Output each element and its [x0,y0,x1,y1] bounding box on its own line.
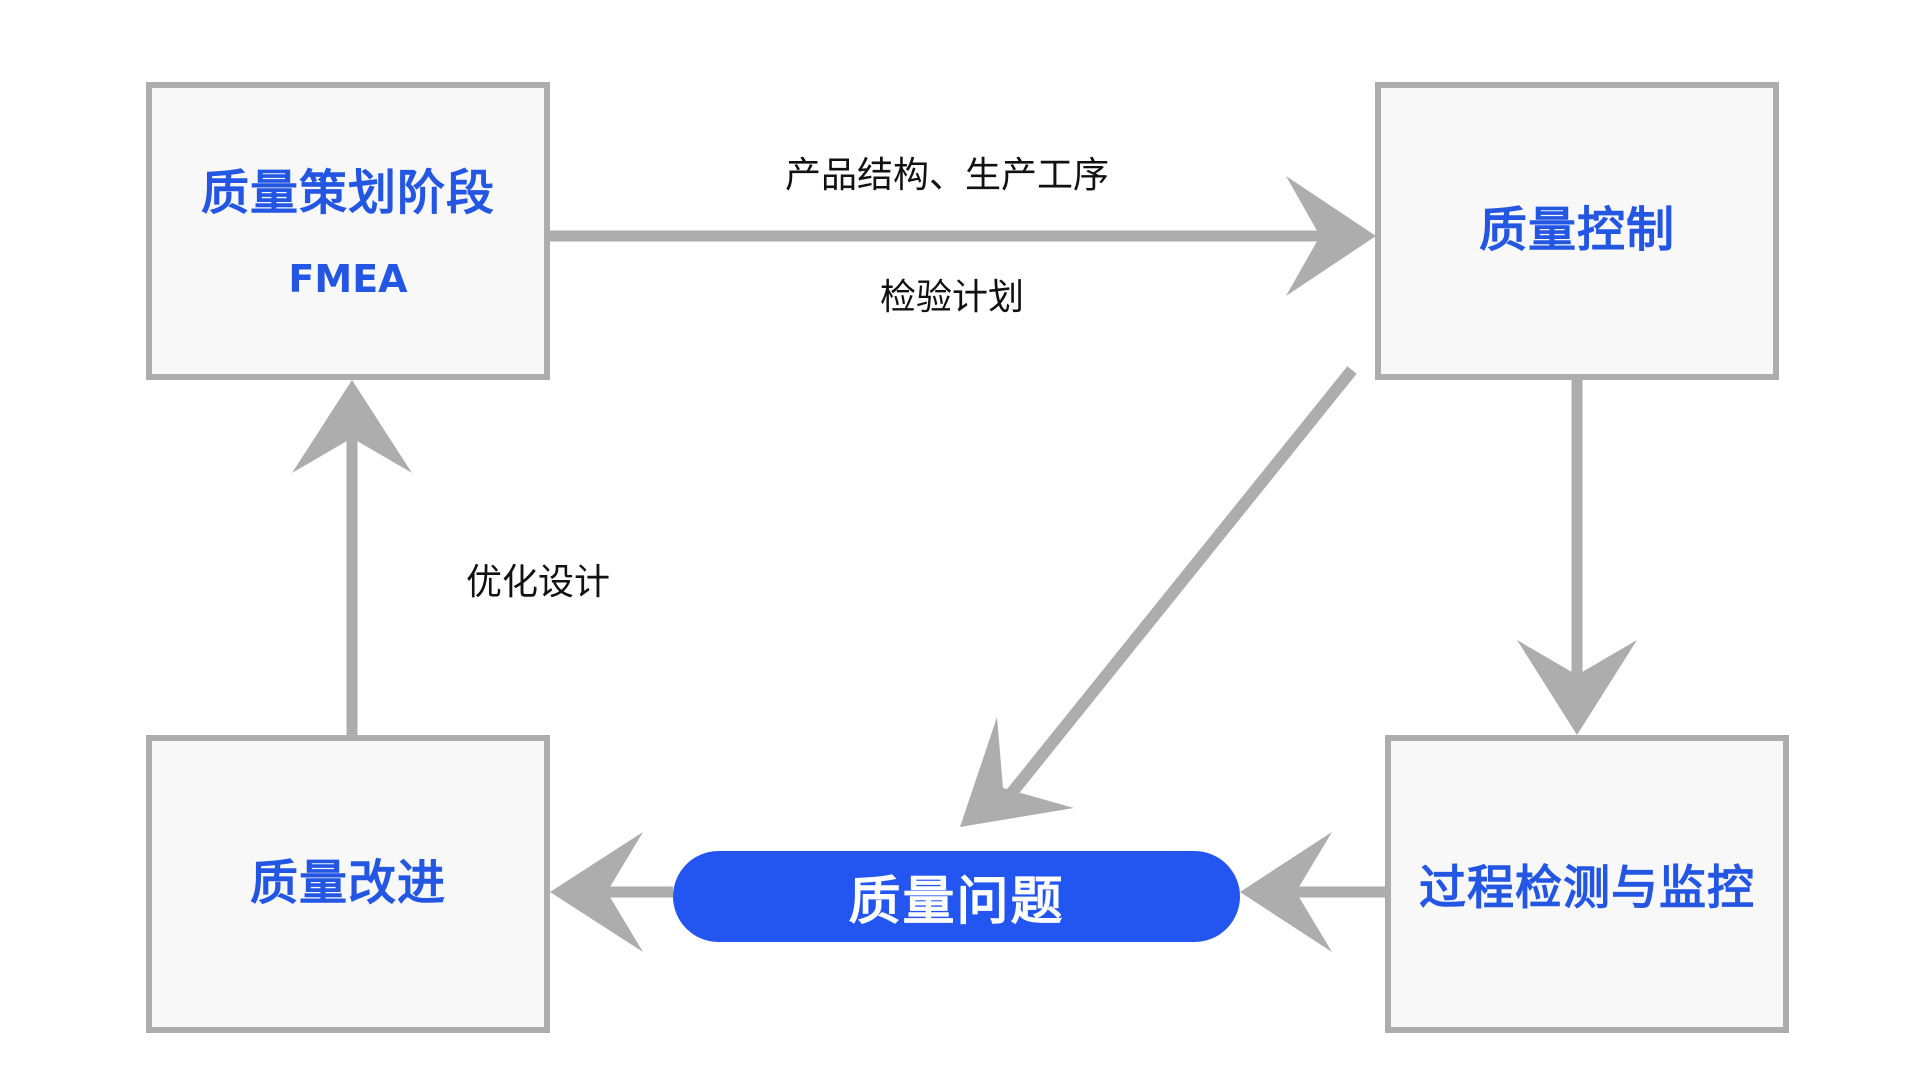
arrow-control-to-problem [960,366,1357,827]
node-quality-planning-subtitle: FMEA [288,257,408,301]
node-quality-improvement-title: 质量改进 [249,855,446,912]
node-quality-planning: 质量策划阶段 FMEA [146,82,550,380]
arrow-control-to-process [1517,380,1637,735]
arrow-process-to-problem [1240,832,1385,952]
node-process-monitoring: 过程检测与监控 [1385,735,1789,1033]
node-process-monitoring-title: 过程检测与监控 [1419,860,1755,916]
edge-label-structure-process: 产品结构、生产工序 [785,155,1110,196]
node-quality-improvement: 质量改进 [146,735,550,1033]
node-quality-control-title: 质量控制 [1478,202,1675,259]
node-quality-problem-title: 质量问题 [848,872,1065,932]
node-quality-problem: 质量问题 [673,851,1240,942]
arrow-planning-to-control [550,176,1376,296]
edge-label-inspection-plan: 检验计划 [880,277,1025,318]
edge-label-optimize-design: 优化设计 [466,562,611,603]
node-quality-planning-title: 质量策划阶段 [200,165,495,222]
node-quality-control: 质量控制 [1375,82,1779,380]
arrow-problem-to-improve [550,832,673,952]
arrow-improve-to-planning [292,380,412,735]
